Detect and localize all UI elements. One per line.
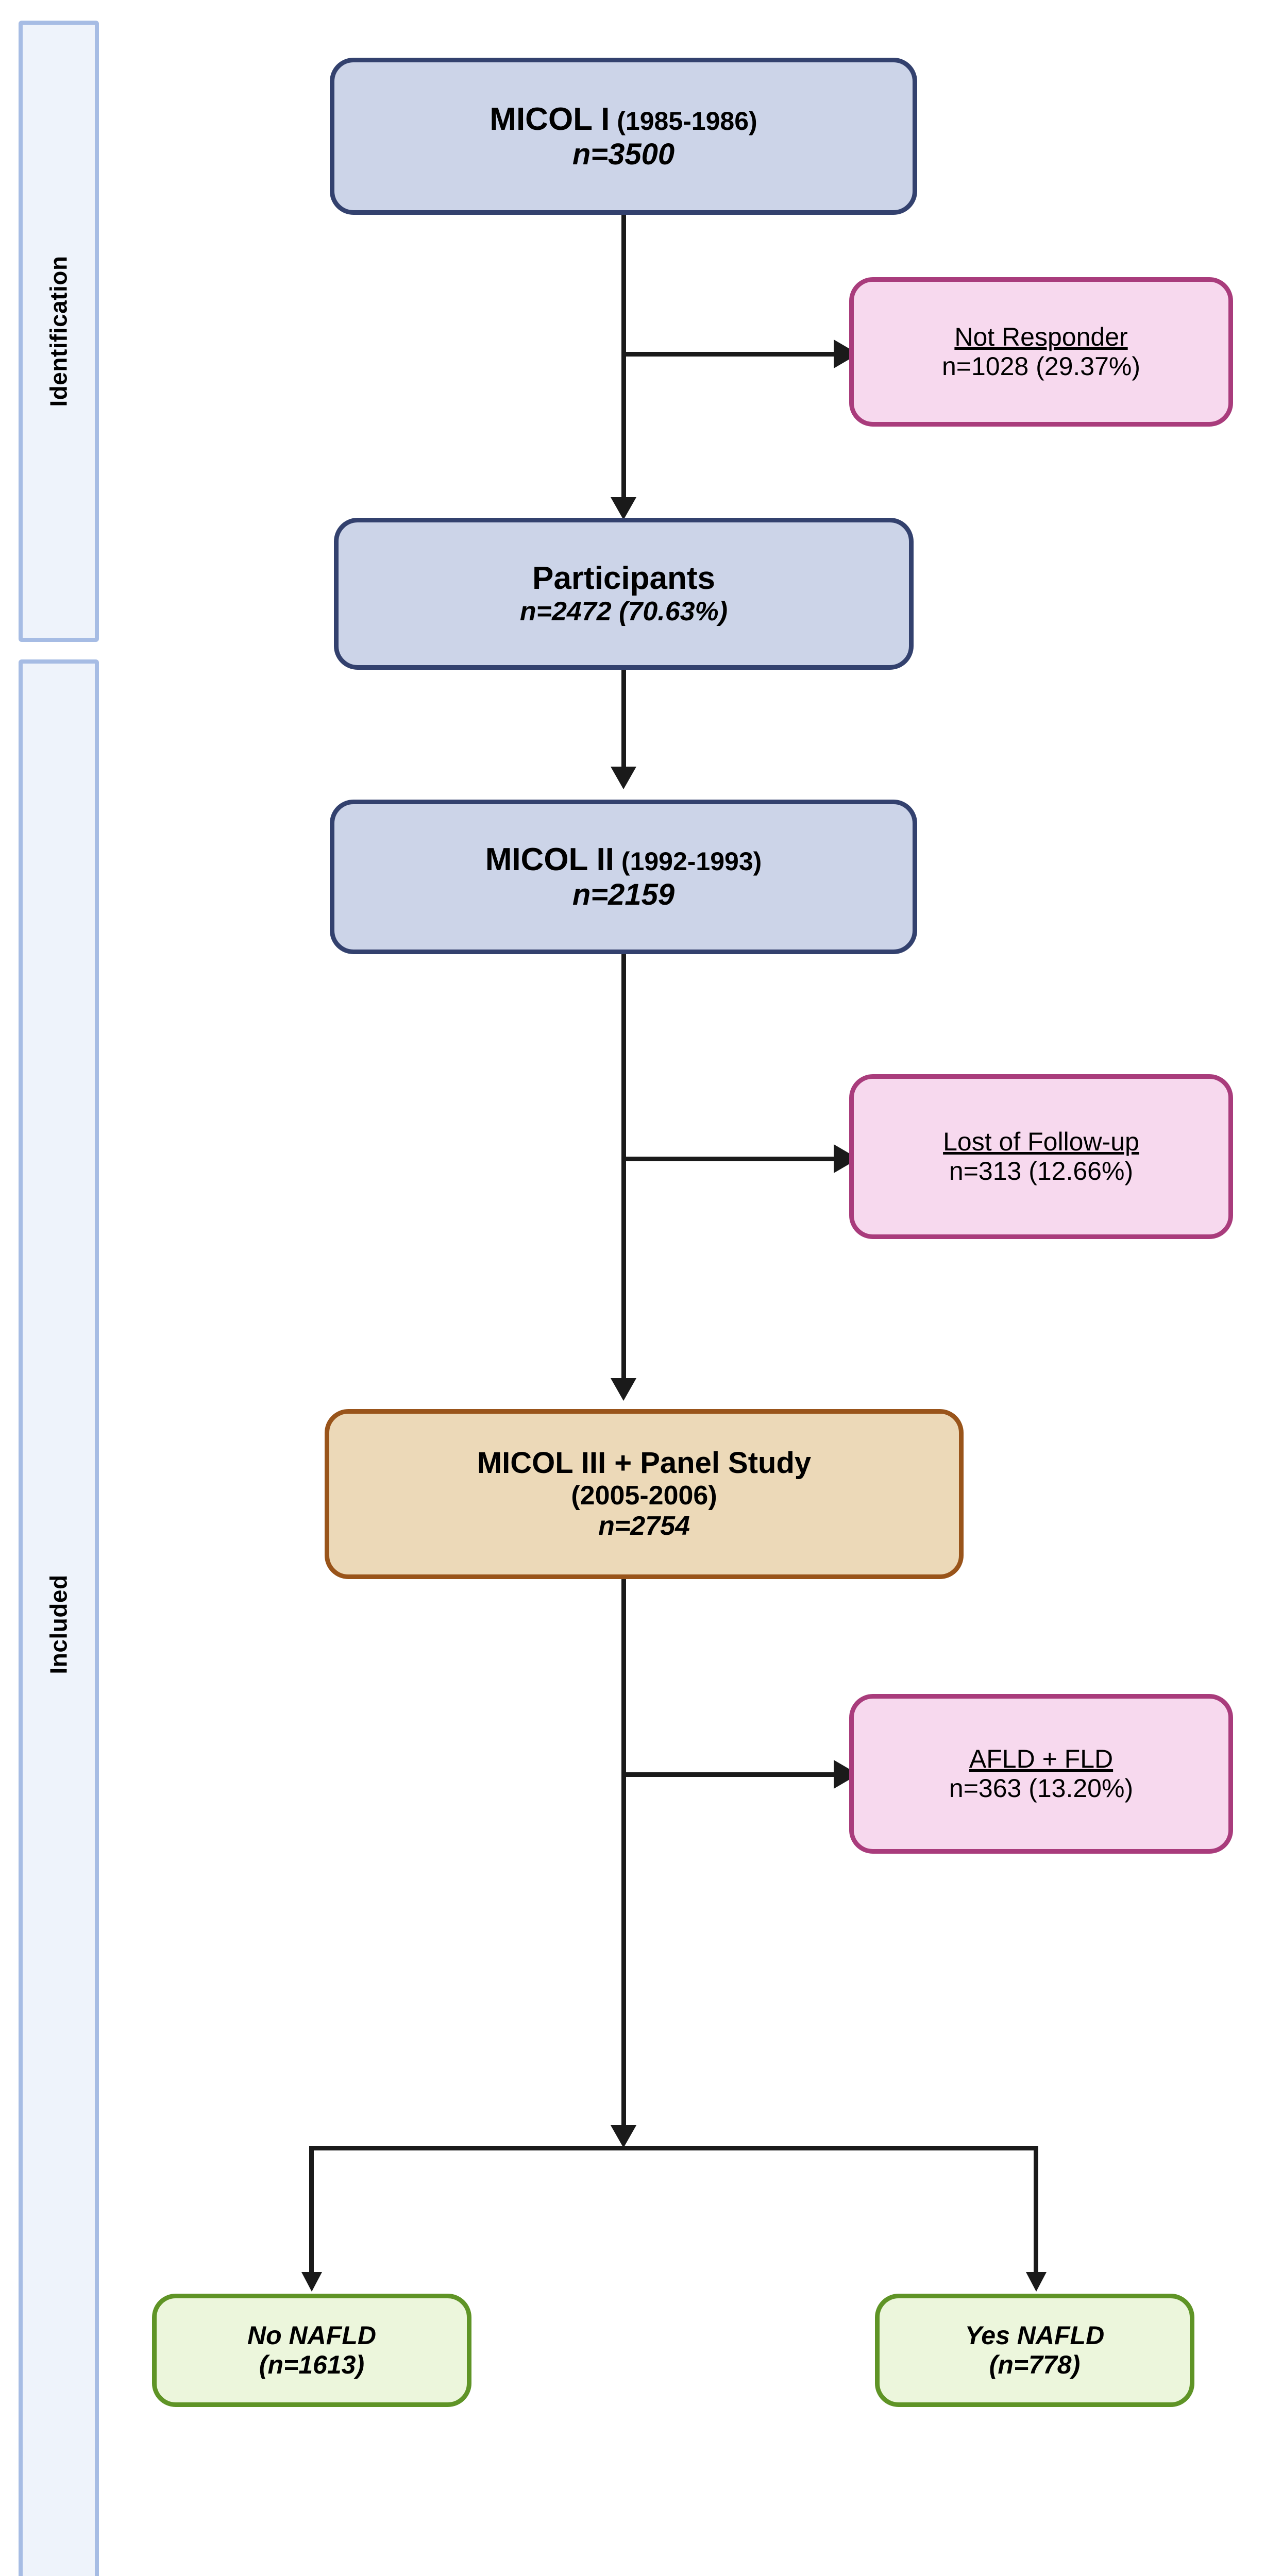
node-yes-nafld[interactable]: Yes NAFLD (n=778)	[875, 2294, 1194, 2407]
node-micol-1-line1: MICOL I (1985-1986)	[334, 101, 913, 138]
node-afld-fld[interactable]: AFLD + FLD n=363 (13.20%)	[849, 1694, 1233, 1854]
node-not-responder[interactable]: Not Responder n=1028 (29.37%)	[849, 277, 1233, 427]
arrowhead-split	[611, 2125, 636, 2148]
node-not-responder-title: Not Responder	[954, 322, 1128, 351]
arrowhead-participants	[611, 497, 636, 520]
node-participants[interactable]: Participants n=2472 (70.63%)	[334, 518, 914, 670]
node-micol-2[interactable]: MICOL II (1992-1993) n=2159	[330, 800, 917, 954]
node-yes-nafld-title: Yes NAFLD	[965, 2320, 1105, 2350]
node-participants-title: Participants	[532, 560, 715, 596]
node-micol-3-title: MICOL III + Panel Study	[477, 1446, 812, 1480]
connector-split-bar	[309, 2146, 1038, 2150]
arrowhead-micol2	[611, 767, 636, 789]
node-micol-2-title: MICOL II	[485, 842, 614, 877]
arrowhead-no-nafld	[301, 2272, 322, 2292]
node-micol-1[interactable]: MICOL I (1985-1986) n=3500	[330, 58, 917, 215]
node-yes-nafld-count: (n=778)	[989, 2350, 1081, 2379]
node-lost-followup-title: Lost of Follow-up	[943, 1127, 1139, 1156]
arrowhead-micol3	[611, 1378, 636, 1401]
node-afld-fld-title: AFLD + FLD	[969, 1744, 1114, 1773]
connector-micol3-to-split	[621, 1579, 626, 2138]
connector-split-left	[309, 2146, 314, 2280]
connector-to-lost-followup	[621, 1157, 838, 1161]
arrowhead-yes-nafld	[1026, 2272, 1047, 2292]
node-not-responder-count: n=1028 (29.37%)	[941, 352, 1140, 381]
node-afld-fld-count: n=363 (13.20%)	[949, 1774, 1134, 1803]
connector-micol2-to-micol3	[621, 954, 626, 1384]
connector-to-not-responder	[621, 352, 838, 357]
node-micol-3[interactable]: MICOL III + Panel Study (2005-2006) n=27…	[325, 1409, 964, 1579]
connector-micol1-to-participants	[621, 215, 626, 503]
phase-label-identification: Identification	[45, 256, 73, 407]
node-lost-followup-count: n=313 (12.66%)	[949, 1157, 1134, 1185]
connector-to-afld-fld	[621, 1772, 838, 1777]
node-micol-2-years: (1992-1993)	[614, 847, 762, 876]
node-micol-1-years: (1985-1986)	[610, 106, 757, 135]
connector-participants-to-micol2	[621, 670, 626, 770]
phase-rail-included: Included	[19, 659, 99, 2576]
node-micol-1-count: n=3500	[572, 137, 675, 171]
node-micol-3-count: n=2754	[598, 1511, 690, 1541]
connector-split-right	[1034, 2146, 1038, 2280]
node-lost-followup[interactable]: Lost of Follow-up n=313 (12.66%)	[849, 1074, 1233, 1239]
node-no-nafld-count: (n=1613)	[259, 2350, 365, 2379]
node-no-nafld[interactable]: No NAFLD (n=1613)	[152, 2294, 471, 2407]
node-participants-count: n=2472 (70.63%)	[519, 597, 728, 627]
node-micol-2-count: n=2159	[572, 878, 675, 912]
phase-rail-identification: Identification	[19, 21, 99, 642]
node-micol-3-years: (2005-2006)	[571, 1480, 717, 1511]
node-no-nafld-title: No NAFLD	[247, 2320, 376, 2350]
node-micol-1-title: MICOL I	[490, 101, 610, 137]
node-micol-2-line1: MICOL II (1992-1993)	[334, 841, 913, 878]
phase-label-included: Included	[45, 1574, 72, 1674]
